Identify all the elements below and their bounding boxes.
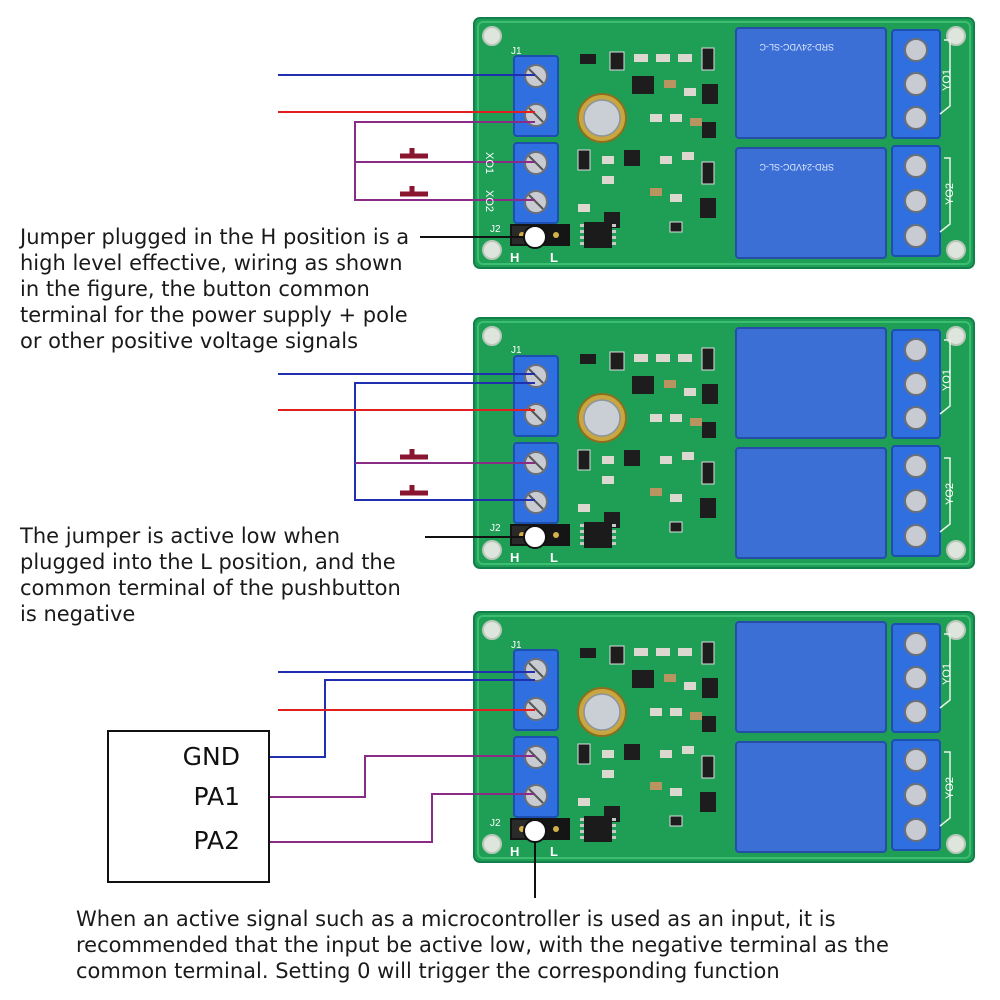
svg-text:YO1: YO1 [941, 663, 953, 685]
svg-text:YO1: YO1 [941, 369, 953, 391]
microcontroller-box [107, 730, 270, 883]
svg-text:L: L [550, 250, 558, 265]
svg-text:L: L [550, 550, 558, 565]
svg-text:H: H [510, 550, 519, 565]
svg-text:H: H [510, 844, 519, 859]
svg-text:YO2: YO2 [944, 777, 956, 799]
svg-text:YO1: YO1 [941, 69, 953, 91]
note-line: common terminal. Setting 0 will trigger … [76, 959, 780, 983]
note-line: terminal for the power supply + pole [20, 303, 408, 327]
mcu-pin-pa1-label: PA1 [193, 782, 240, 811]
wires-panel-1 [278, 74, 535, 238]
svg-text:J1: J1 [511, 345, 522, 356]
wires-panel-2 [278, 373, 535, 538]
note-line: high level effective, wiring as shown [20, 251, 403, 275]
svg-text:J2: J2 [490, 523, 501, 534]
board-panel-3 [473, 611, 975, 863]
svg-text:YO2: YO2 [944, 183, 956, 205]
mcu-pin-pa2-label: PA2 [193, 826, 240, 855]
note-line: The jumper is active low when [20, 524, 341, 548]
svg-text:SRD-24VDC-SL-C: SRD-24VDC-SL-C [759, 162, 834, 172]
svg-text:J1: J1 [511, 46, 522, 57]
low-level-note: The jumper is active low when plugged in… [20, 523, 401, 627]
board-panel-1 [473, 17, 975, 269]
svg-text:XO1: XO1 [483, 152, 495, 174]
note-line: recommended that the input be active low… [76, 933, 889, 957]
note-line: Jumper plugged in the H position is a [20, 225, 410, 249]
svg-text:J2: J2 [490, 224, 501, 235]
note-line: is negative [20, 602, 136, 626]
board-panel-2 [473, 317, 975, 569]
svg-text:SRD-24VDC-SL-C: SRD-24VDC-SL-C [759, 42, 834, 52]
jumper-marker-panel-2 [523, 525, 547, 549]
note-line: common terminal of the pushbutton [20, 576, 401, 600]
board-labels-panel-1: J1 J2 H L XO1 XO2 YO1 YO2 SRD-24VDC-SL-C… [483, 42, 956, 265]
note-line: When an active signal such as a microcon… [76, 907, 836, 931]
note-line: plugged into the L position, and the [20, 550, 396, 574]
board-labels-panel-3: J1 J2 H L YO1 YO2 [490, 640, 956, 859]
svg-text:YO2: YO2 [944, 483, 956, 505]
wires-panel-3 [270, 671, 536, 898]
jumper-marker-panel-1 [523, 225, 547, 249]
board-labels-panel-2: J1 J2 H L YO1 YO2 [490, 345, 956, 565]
svg-text:J2: J2 [490, 818, 501, 829]
svg-text:J1: J1 [511, 640, 522, 651]
microcontroller-note: When an active signal such as a microcon… [76, 906, 889, 984]
note-line: in the figure, the button common [20, 277, 370, 301]
jumper-marker-panel-3 [523, 819, 547, 843]
note-line: or other positive voltage signals [20, 329, 359, 353]
mcu-pin-gnd-label: GND [182, 742, 240, 771]
svg-text:L: L [550, 844, 558, 859]
svg-text:XO2: XO2 [483, 190, 495, 212]
high-level-note: Jumper plugged in the H position is a hi… [20, 224, 409, 354]
svg-text:H: H [510, 250, 519, 265]
